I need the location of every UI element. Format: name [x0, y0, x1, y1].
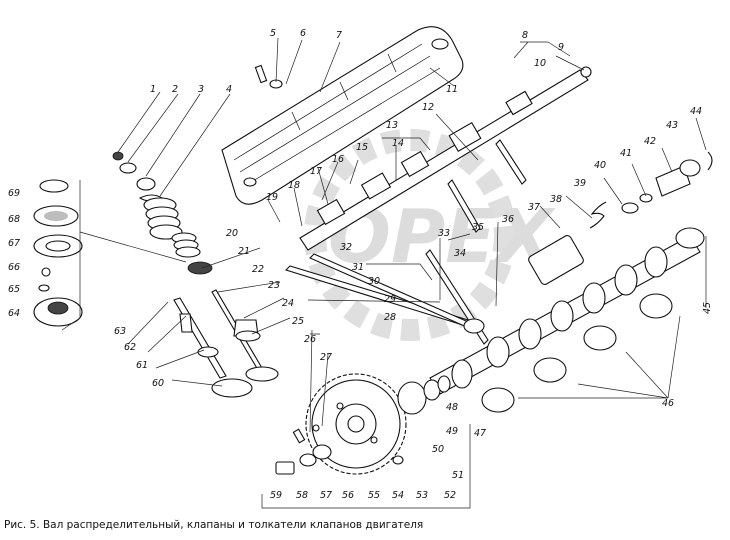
callout-11: 11 [446, 84, 458, 95]
callout-53: 53 [416, 490, 428, 501]
callout-44: 44 [690, 106, 702, 117]
callout-30: 30 [368, 276, 380, 287]
callout-57: 57 [320, 490, 332, 501]
callout-63: 63 [114, 326, 126, 337]
callout-7: 7 [336, 30, 342, 41]
callout-52: 52 [444, 490, 456, 501]
callout-54: 54 [392, 490, 404, 501]
callout-40: 40 [594, 160, 606, 171]
callout-66: 66 [8, 262, 20, 273]
callout-27: 27 [320, 352, 332, 363]
callout-19: 19 [266, 192, 278, 203]
gear-fasteners [275, 424, 332, 475]
callout-47: 47 [474, 428, 486, 439]
callout-29: 29 [384, 294, 396, 305]
ring-parts [33, 179, 83, 327]
callout-28: 28 [384, 312, 396, 323]
callout-21: 21 [238, 246, 250, 257]
callout-67: 67 [8, 238, 20, 249]
callout-61: 61 [136, 360, 148, 371]
figure-caption: Рис. 5. Вал распределительный, клапаны и… [4, 519, 424, 531]
callout-42: 42 [644, 136, 656, 147]
callout-10: 10 [534, 58, 546, 69]
callout-38: 38 [550, 194, 562, 205]
callout-33: 33 [438, 228, 450, 239]
callout-16: 16 [332, 154, 344, 165]
pushrods [284, 253, 485, 334]
callout-24: 24 [282, 298, 294, 309]
callout-14: 14 [392, 138, 404, 149]
camshaft [429, 227, 705, 413]
callout-45: 45 [702, 302, 713, 314]
callout-26: 26 [304, 334, 316, 345]
cover-bolt [254, 64, 283, 89]
callout-59: 59 [270, 490, 282, 501]
callout-62: 62 [124, 342, 136, 353]
callout-23: 23 [268, 280, 280, 291]
callout-55: 55 [368, 490, 380, 501]
leader-lines [61, 37, 707, 509]
callout-6: 6 [300, 28, 306, 39]
callout-1: 1 [150, 84, 156, 95]
callout-15: 15 [356, 142, 368, 153]
callout-51: 51 [452, 470, 464, 481]
callout-43: 43 [666, 120, 678, 131]
callout-49: 49 [446, 426, 458, 437]
callout-68: 68 [8, 214, 20, 225]
callout-60: 60 [152, 378, 164, 389]
callout-20: 20 [226, 228, 238, 239]
callout-37: 37 [528, 202, 540, 213]
callout-4: 4 [226, 84, 232, 95]
callout-9: 9 [558, 42, 564, 53]
callout-35: 35 [472, 222, 484, 233]
callout-39: 39 [574, 178, 586, 189]
camshaft-gear [305, 373, 407, 475]
callout-2: 2 [172, 84, 178, 95]
valves [173, 289, 279, 398]
callout-5: 5 [270, 28, 276, 39]
callout-58: 58 [296, 490, 308, 501]
callout-34: 34 [454, 248, 466, 259]
tappet-parts [589, 151, 713, 229]
callout-69: 69 [8, 188, 20, 199]
callout-50: 50 [432, 444, 444, 455]
callout-22: 22 [252, 264, 264, 275]
callout-12: 12 [422, 102, 434, 113]
thrust-parts [392, 375, 451, 465]
callout-31: 31 [352, 262, 364, 273]
callout-46: 46 [662, 398, 674, 409]
callout-labels: 1 2 3 4 5 6 7 8 9 10 11 12 13 14 15 16 1… [8, 28, 713, 501]
valve-spring-parts [112, 151, 213, 275]
callout-8: 8 [522, 30, 528, 41]
callout-64: 64 [8, 308, 20, 319]
callout-48: 48 [446, 402, 458, 413]
valve-cover [221, 26, 464, 205]
callout-36: 36 [502, 214, 514, 225]
callout-56: 56 [342, 490, 354, 501]
callout-18: 18 [288, 180, 300, 191]
callout-3: 3 [198, 84, 204, 95]
callout-13: 13 [386, 120, 398, 131]
callout-25: 25 [292, 316, 304, 327]
callout-41: 41 [620, 148, 632, 159]
callout-17: 17 [310, 166, 322, 177]
callout-32: 32 [340, 242, 352, 253]
callout-65: 65 [8, 284, 20, 295]
